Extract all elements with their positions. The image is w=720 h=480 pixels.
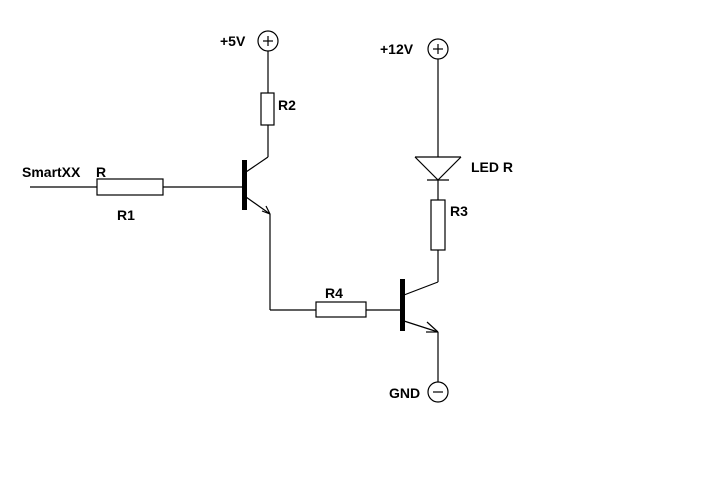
label-plus-5v: +5V	[220, 33, 246, 49]
resistor-r3	[430, 199, 446, 251]
resistor-r1	[96, 178, 164, 196]
transistor-q1-emitter	[245, 196, 271, 215]
label-r3: R3	[450, 203, 468, 219]
transistor-q2-emitter	[403, 320, 439, 333]
gnd-terminal	[427, 381, 449, 403]
label-gnd: GND	[389, 385, 420, 401]
label-r2: R2	[278, 97, 296, 113]
resistor-r4	[315, 301, 367, 318]
label-smartxx: SmartXX	[22, 164, 81, 180]
label-r1: R1	[117, 207, 135, 223]
label-led-r: LED R	[471, 159, 513, 175]
led-r-triangle-left	[414, 156, 439, 181]
label-plus-12v: +12V	[380, 41, 414, 57]
label-r: R	[96, 164, 106, 180]
transistor-q1-collector	[245, 156, 269, 173]
transistor-q2-collector	[403, 281, 439, 296]
led-r-triangle-right	[437, 156, 462, 181]
transistor-q1-base	[242, 160, 247, 210]
transistor-q2-base	[400, 279, 405, 331]
resistor-r2	[260, 92, 275, 126]
label-r4: R4	[325, 285, 343, 301]
